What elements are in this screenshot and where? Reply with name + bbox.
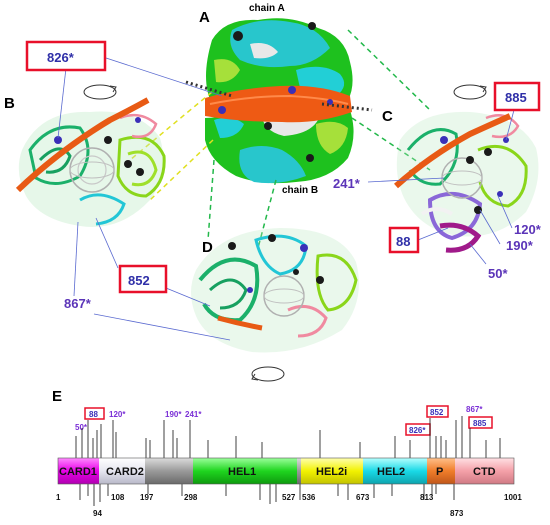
leader-826-b [57, 67, 67, 139]
panel-label-c: C [382, 108, 393, 125]
rotation-arrow-b [83, 84, 117, 100]
domain-p [427, 458, 455, 484]
e-site-labels: 88 50* 120* 190* 241* 852 826* 867* 885 [75, 405, 493, 436]
domain-label-hel1: HEL1 [228, 466, 256, 478]
site-box-885 [493, 81, 541, 112]
e-site-241: 241* [185, 410, 202, 419]
connector-a-d-left [207, 159, 215, 241]
site-label-120: 120* [514, 222, 542, 237]
domain-label-card1: CARD1 [59, 466, 97, 478]
rotation-arrow-c [453, 84, 487, 100]
domain-label-hel2i: HEL2i [316, 466, 347, 478]
e-site-box-852 [426, 405, 449, 418]
axis-dotted-right [321, 102, 373, 112]
leader-885 [505, 109, 515, 141]
panel-label-a: A [199, 9, 210, 26]
e-site-885: 885 [473, 419, 487, 428]
e-site-88: 88 [89, 410, 98, 419]
pos-1001: 1001 [504, 493, 522, 502]
connector-a-d-right [257, 179, 277, 249]
leader-867-b [73, 221, 79, 297]
leader-190 [479, 209, 501, 245]
e-site-box-88 [84, 407, 105, 420]
domain-hel2 [363, 458, 427, 484]
connector-a-c-bottom [351, 117, 431, 171]
domain-card2 [99, 458, 145, 484]
chain-a-label: chain A [249, 3, 285, 14]
e-site-120: 120* [109, 410, 126, 419]
rotation-arrow-d [251, 366, 285, 382]
domain-gap-527 [297, 458, 301, 484]
domain-bar [57, 457, 515, 485]
connector-a-b-bottom [149, 139, 214, 201]
panel-a-structure [205, 18, 354, 184]
panel-d-structure [191, 228, 359, 353]
pos-108: 108 [111, 493, 125, 502]
leader-852-d [165, 287, 211, 307]
domain-hel1 [193, 458, 297, 484]
domain-label-card2: CARD2 [106, 466, 144, 478]
panel-label-d: D [202, 239, 213, 256]
site-label-190: 190* [506, 238, 534, 253]
leader-867-d [93, 313, 231, 341]
site-label-241: 241* [333, 176, 361, 191]
connector-a-c-top [347, 29, 431, 111]
site-box-88 [388, 226, 420, 254]
site-box-826 [25, 40, 107, 72]
pos-197: 197 [140, 493, 154, 502]
leader-120 [497, 195, 513, 229]
site-label-88: 88 [396, 234, 410, 249]
leader-88 [417, 227, 449, 241]
pos-813: 813 [420, 493, 434, 502]
domain-label-ctd: CTD [473, 466, 496, 478]
site-box-852 [118, 264, 168, 294]
panel-b-structure [15, 97, 166, 227]
chain-b-label: chain B [282, 185, 318, 196]
site-label-885: 885 [505, 90, 527, 105]
leader-826 [105, 57, 223, 97]
domain-label-hel2: HEL2 [377, 466, 405, 478]
domain-label-p: P [436, 466, 443, 478]
leader-852-b [95, 217, 119, 269]
pos-94: 94 [93, 509, 102, 518]
domain-linker [145, 458, 193, 484]
leader-241 [367, 177, 445, 183]
domain-bar-outline [57, 457, 515, 485]
e-site-852: 852 [430, 408, 444, 417]
domain-hel2i [301, 458, 363, 484]
e-site-50: 50* [75, 423, 88, 432]
axis-dotted-left [185, 80, 233, 98]
panel-c-structure [394, 111, 539, 253]
panel-label-b: B [4, 95, 15, 112]
e-tick-marks [75, 416, 501, 506]
pos-673: 673 [356, 493, 370, 502]
site-label-826: 826* [47, 50, 75, 65]
site-label-867: 867* [64, 296, 92, 311]
panel-label-e: E [52, 388, 62, 405]
domain-ctd [455, 458, 514, 484]
pos-527: 527 [282, 493, 296, 502]
site-label-852: 852 [128, 273, 150, 288]
leader-50 [469, 243, 487, 265]
e-site-826: 826* [409, 426, 426, 435]
pos-873: 873 [450, 509, 464, 518]
e-site-867: 867* [466, 405, 483, 414]
domain-card1 [58, 458, 99, 484]
site-label-50: 50* [488, 266, 508, 281]
pos-536: 536 [302, 493, 316, 502]
pos-1: 1 [56, 493, 61, 502]
pos-298: 298 [184, 493, 198, 502]
e-site-box-885 [468, 416, 493, 429]
e-site-190: 190* [165, 410, 182, 419]
